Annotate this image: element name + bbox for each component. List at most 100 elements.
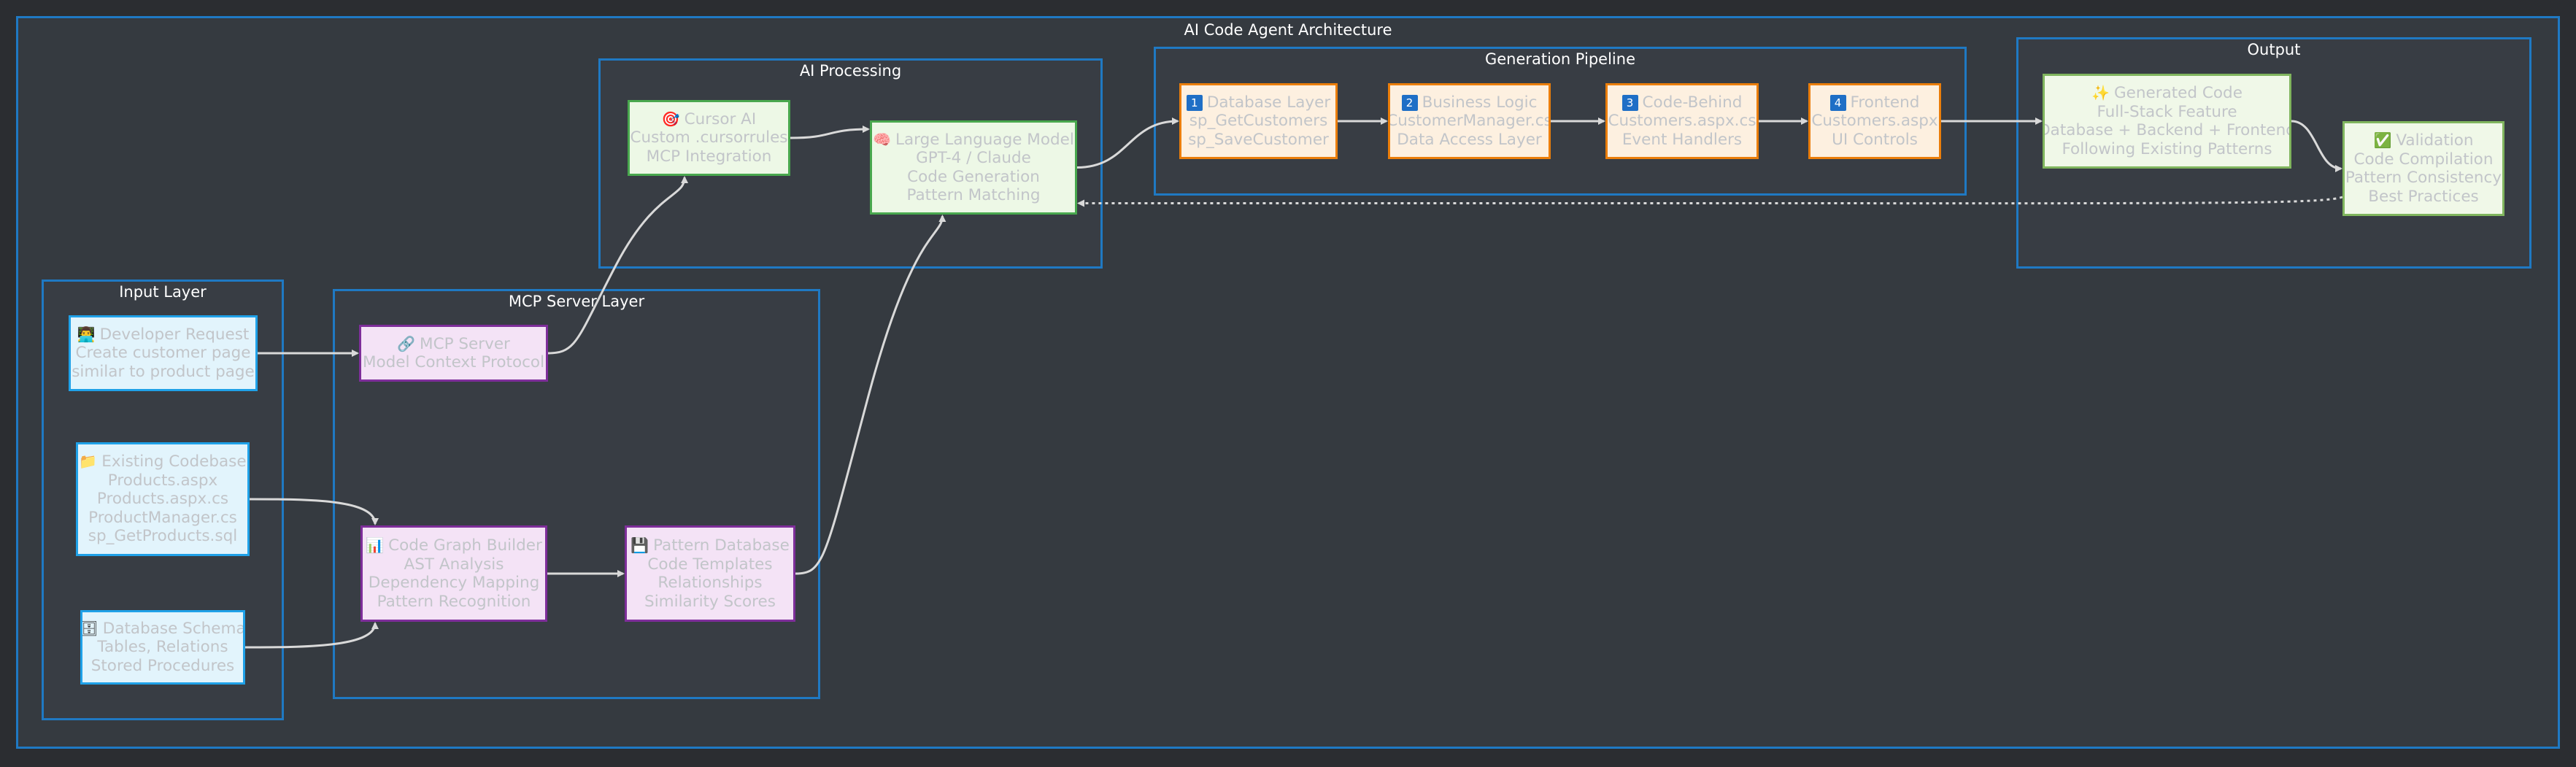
node-text: Validation xyxy=(2396,131,2474,150)
node-text: Custom .cursorrules xyxy=(630,128,788,147)
node-text: Pattern Recognition xyxy=(377,592,531,611)
node-detail-line: Data Access Layer xyxy=(1397,131,1542,150)
number-3-icon: 3 xyxy=(1621,94,1638,111)
node-text: Customers.aspx.cs xyxy=(1608,112,1756,131)
group-title: Generation Pipeline xyxy=(1484,50,1635,68)
node-text: Pattern Database xyxy=(653,536,790,555)
node-detail-line: Full-Stack Feature xyxy=(2097,103,2237,122)
node-detail-line: Relationships xyxy=(658,574,762,593)
node-title: ✨Generated Code xyxy=(2091,84,2243,103)
edge-llm-to-db_layer xyxy=(1076,117,1179,169)
node-detail-line: Create customer page xyxy=(75,344,250,363)
node-detail-line: similar to product page xyxy=(72,363,255,382)
node-text: MCP Integration xyxy=(646,147,772,166)
node-text: sp_SaveCustomer xyxy=(1188,130,1329,149)
node-detail-line: CustomerManager.cs xyxy=(1388,112,1551,131)
node-detail-line: Code Compilation xyxy=(2354,150,2494,169)
node-text: Generated Code xyxy=(2113,84,2243,102)
node-detail-line: sp_GetCustomers xyxy=(1189,112,1328,131)
node-text: Model Context Protocol xyxy=(362,353,545,371)
check-mark-icon: ✅ xyxy=(2373,131,2392,149)
node-text: Business Logic xyxy=(1422,93,1538,112)
node-text: Full-Stack Feature xyxy=(2097,102,2237,121)
node-text: sp_GetCustomers xyxy=(1189,112,1328,131)
diagram-title: AI Code Agent Architecture xyxy=(1184,21,1392,39)
node-detail-line: Code Templates xyxy=(647,555,772,574)
developer-icon: 👨‍💻 xyxy=(77,325,96,343)
node-detail-line: Pattern Matching xyxy=(906,186,1040,205)
node-text: Best Practices xyxy=(2368,187,2479,206)
node-title: 👨‍💻Developer Request xyxy=(77,325,250,344)
group-title: Input Layer xyxy=(119,283,207,301)
node-text: Existing Codebase xyxy=(101,452,247,471)
node-text: MCP Server xyxy=(420,334,510,353)
group-title: Output xyxy=(2247,41,2301,58)
floppy-disk-icon: 💾 xyxy=(630,536,649,554)
node-text: Stored Procedures xyxy=(90,656,235,675)
target-icon: 🎯 xyxy=(661,109,680,128)
number-4-icon: 4 xyxy=(1829,94,1846,111)
node-detail-line: Products.aspx xyxy=(108,471,217,490)
brain-icon: 🧠 xyxy=(873,130,892,148)
node-text: Data Access Layer xyxy=(1397,130,1542,149)
node-title: ✅Validation xyxy=(2373,131,2473,150)
node-detail-line: Pattern Consistency xyxy=(2345,169,2502,188)
number-1-icon: 1 xyxy=(1186,94,1203,111)
node-text: AST Analysis xyxy=(404,555,504,574)
node-text: CustomerManager.cs xyxy=(1388,112,1551,131)
node-title: 📊Code Graph Builder xyxy=(366,536,542,555)
node-text: Code Compilation xyxy=(2353,150,2494,169)
node-text: UI Controls xyxy=(1832,130,1918,149)
node-detail-line: Customers.aspx.cs xyxy=(1608,112,1756,131)
node-title: 🔗MCP Server xyxy=(397,335,510,354)
node-text: similar to product page xyxy=(72,362,255,381)
number-2-icon: 2 xyxy=(1401,94,1418,111)
node-detail-line: Pattern Recognition xyxy=(377,593,531,612)
node-detail-line: Following Existing Patterns xyxy=(2062,140,2272,159)
node-text: Pattern Consistency xyxy=(2345,169,2502,187)
link-icon: 🔗 xyxy=(397,334,416,352)
node-detail-line: Tables, Relations xyxy=(97,638,228,657)
sparkles-icon: ✨ xyxy=(2091,84,2110,101)
node-detail-line: MCP Integration xyxy=(647,147,772,166)
node-text: Developer Request xyxy=(99,325,250,344)
node-text: Similarity Scores xyxy=(644,592,776,611)
node-detail-line: Products.aspx.cs xyxy=(97,490,228,509)
node-text: Following Existing Patterns xyxy=(2062,139,2272,158)
node-detail-line: Custom .cursorrules xyxy=(630,128,787,147)
edge-codebase-to-graph_builder xyxy=(249,498,379,525)
node-text: Create customer page xyxy=(75,344,251,363)
node-detail-line: AST Analysis xyxy=(404,555,504,574)
node-detail-line: Event Handlers xyxy=(1622,131,1742,150)
node-text: Large Language Model xyxy=(895,130,1074,149)
node-text: Code Graph Builder xyxy=(388,536,542,555)
node-title: 🎯Cursor AI xyxy=(662,110,756,129)
folder-icon: 📁 xyxy=(79,452,98,471)
node-text: Pattern Matching xyxy=(906,186,1041,204)
node-detail-line: Best Practices xyxy=(2368,188,2479,207)
node-detail-line: Customers.aspx xyxy=(1811,112,1937,131)
node-title: 📁Existing Codebase xyxy=(79,452,246,471)
node-detail-line: Dependency Mapping xyxy=(369,574,539,593)
node-text: GPT-4 / Claude xyxy=(916,149,1031,167)
node-text: Customers.aspx xyxy=(1811,112,1938,131)
group-title: AI Processing xyxy=(799,62,902,80)
